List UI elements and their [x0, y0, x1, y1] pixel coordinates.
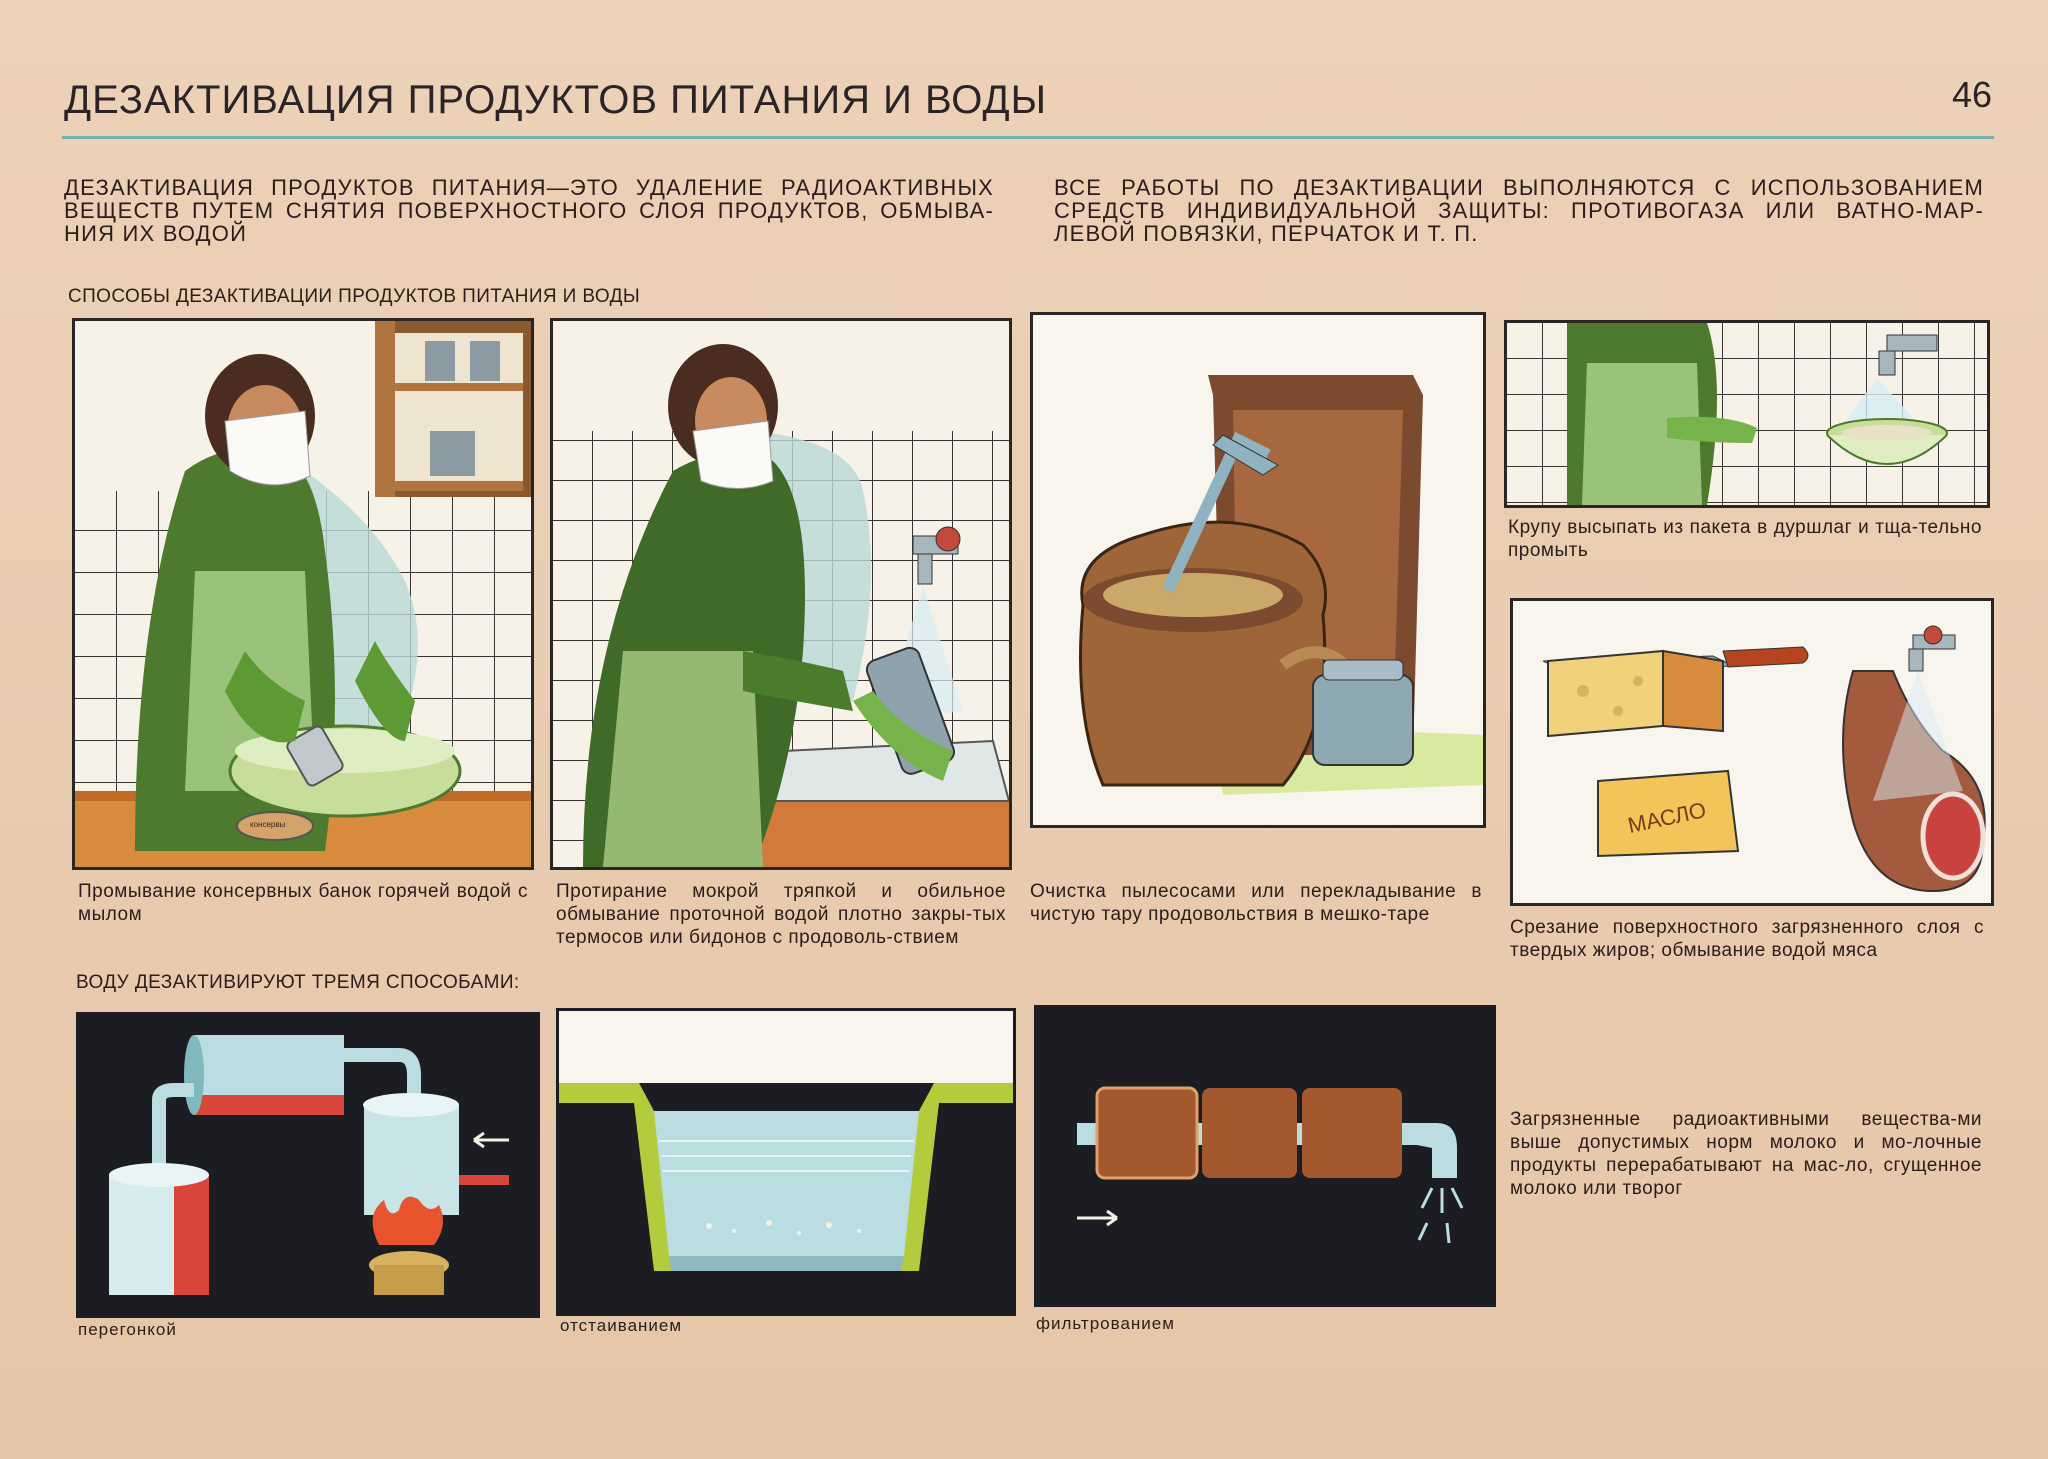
illustration-fats-meat: МАСЛО [1510, 598, 1994, 906]
label-distillation: перегонкой [78, 1320, 177, 1339]
caption-fats: Срезание поверхностного загрязненного сл… [1510, 917, 1984, 961]
illustration-distillation [76, 1012, 540, 1318]
caption-cans: Промывание консервных банок горячей водо… [78, 881, 528, 925]
caption-thermos: Протирание мокрой тряпкой и обильное обм… [556, 881, 1006, 948]
label-settling: отстаиванием [560, 1316, 683, 1335]
section-food-methods: СПОСОБЫ ДЕЗАКТИВАЦИИ ПРОДУКТОВ ПИТАНИЯ И… [68, 286, 641, 307]
illustration-settling [556, 1008, 1016, 1316]
label-filtration: фильтрованием [1036, 1314, 1175, 1333]
illustration-filtration [1034, 1005, 1496, 1307]
illustration-grain-colander [1504, 320, 1990, 508]
illustration-vacuum-sack [1030, 312, 1486, 828]
page-title: ДЕЗАКТИВАЦИЯ ПРОДУКТОВ ПИТАНИЯ И ВОДЫ [64, 78, 1048, 122]
caption-grain: Крупу высыпать из пакета в дуршлаг и тща… [1508, 517, 1982, 561]
section-water-methods: ВОДУ ДЕЗАКТИВИРУЮТ ТРЕМЯ СПОСОБАМИ: [76, 972, 520, 993]
intro-definition: ДЕЗАКТИВАЦИЯ ПРОДУКТОВ ПИТАНИЯ—ЭТО УДАЛЕ… [64, 175, 994, 246]
caption-vacuum: Очистка пылесосами или перекладывание в … [1030, 881, 1482, 925]
title-divider [62, 136, 1994, 139]
page-number: 46 [1951, 74, 1992, 115]
illustration-washing-cans: консервы [72, 318, 534, 870]
caption-milk: Загрязненные радиоактивными вещества-ми … [1510, 1109, 1982, 1199]
intro-protection-note: ВСЕ РАБОТЫ ПО ДЕЗАКТИВАЦИИ ВЫПОЛНЯЮТСЯ С… [1054, 175, 1984, 246]
svg-text:консервы: консервы [250, 820, 286, 829]
illustration-washing-thermos [550, 318, 1012, 870]
